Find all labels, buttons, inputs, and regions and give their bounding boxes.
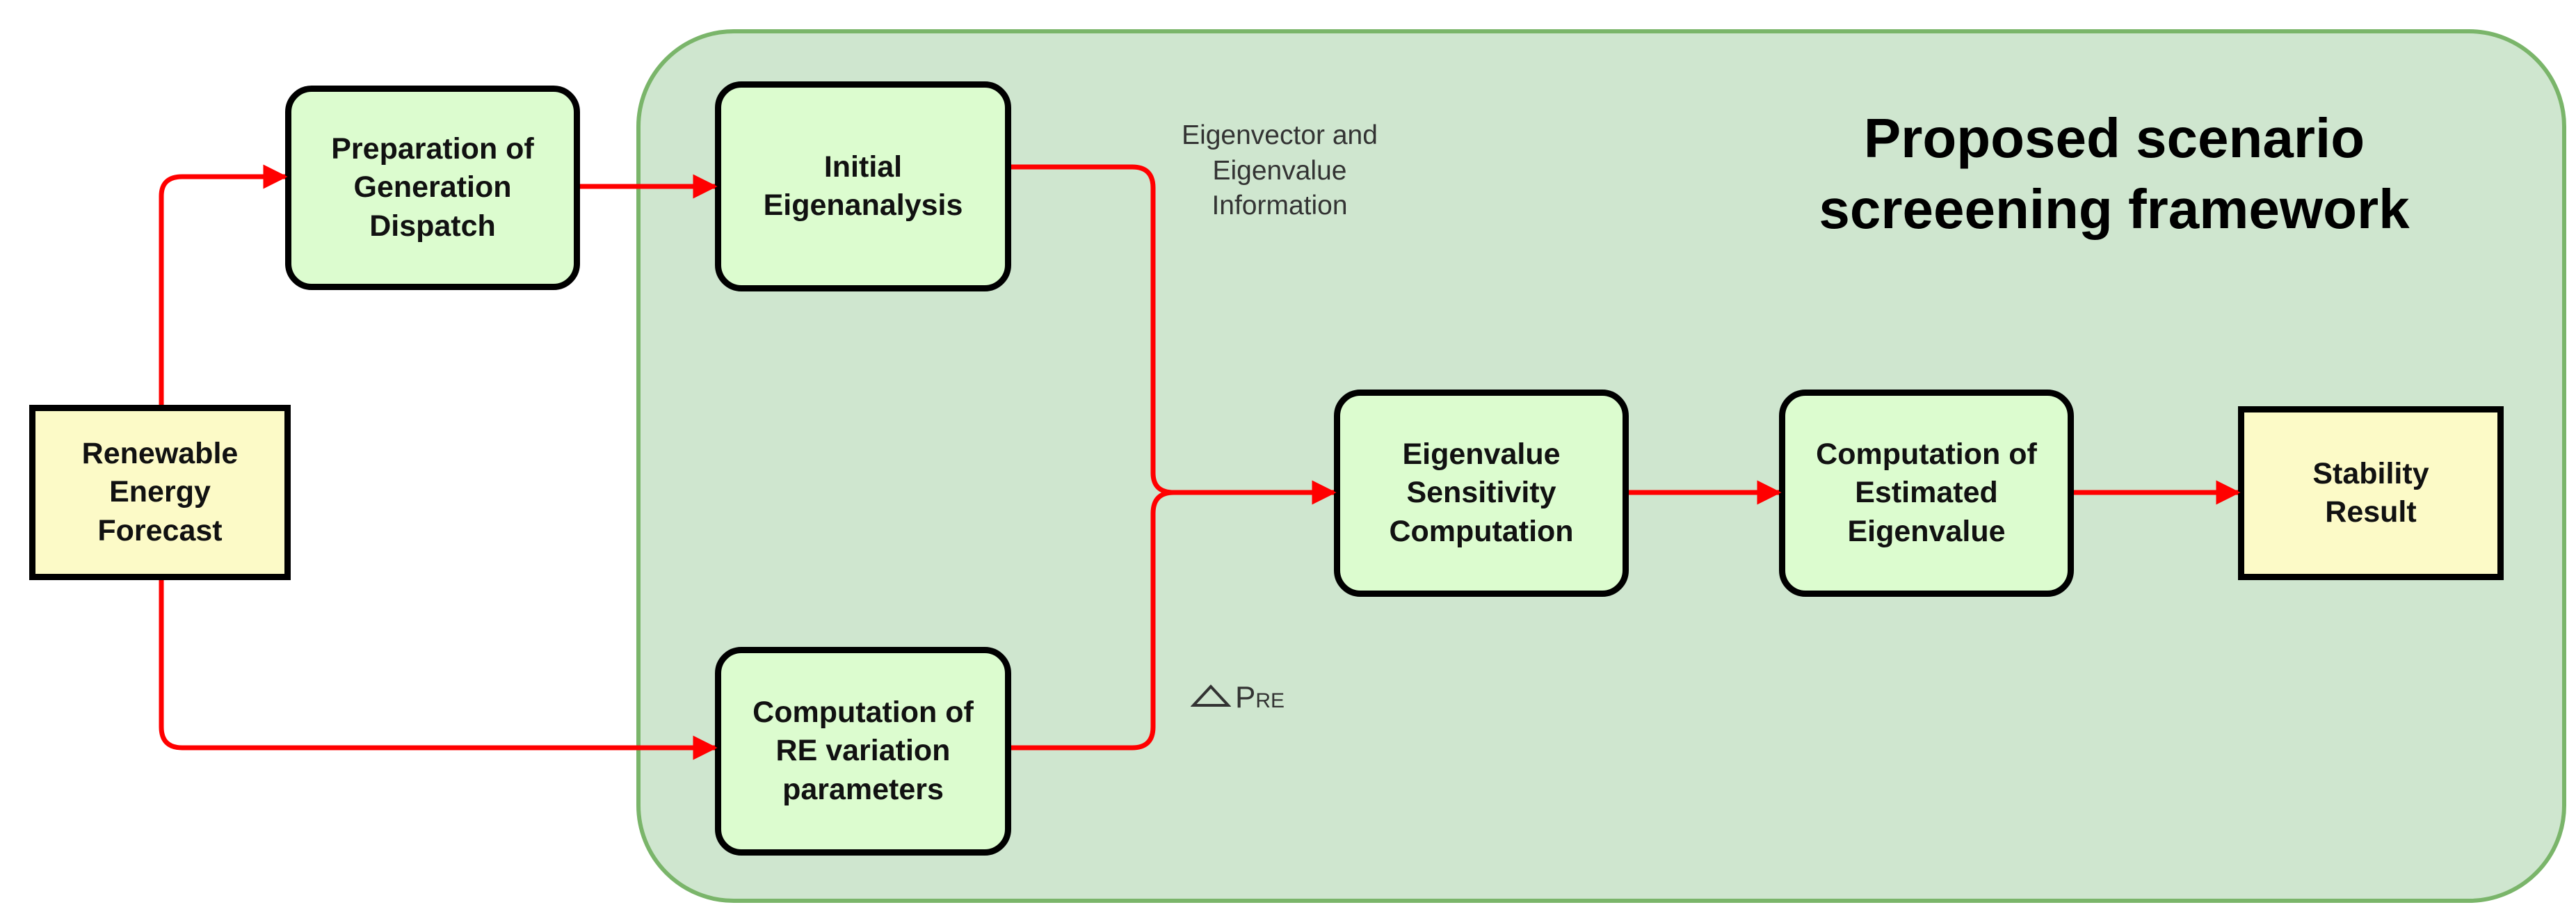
eigen-info-label: Eigenvector and Eigenvalue Information — [1182, 120, 1378, 221]
delta-p-subscript: RE — [1255, 689, 1285, 712]
stability-result-node: Stability Result — [2238, 406, 2504, 580]
re-variation-node: Computation of RE variation parameters — [715, 647, 1011, 856]
delta-p-text: P — [1235, 680, 1256, 714]
renewable-forecast-node: Renewable Energy Forecast — [29, 405, 291, 580]
eigen-sensitivity-node: Eigenvalue Sensitivity Computation — [1334, 390, 1629, 597]
generation-dispatch-node: Preparation of Generation Dispatch — [285, 86, 580, 290]
estimated-eigenvalue-node: Computation of Estimated Eigenvalue — [1779, 390, 2074, 597]
forecast-to-dispatch-arrow — [159, 164, 288, 405]
framework-title: Proposed scenario screeening framework — [1819, 107, 2410, 241]
delta-triangle-icon — [1191, 684, 1231, 707]
initial-eigenanalysis-node: Initial Eigenanalysis — [715, 81, 1011, 291]
forecast-to-re-variation-arrow — [159, 580, 718, 760]
